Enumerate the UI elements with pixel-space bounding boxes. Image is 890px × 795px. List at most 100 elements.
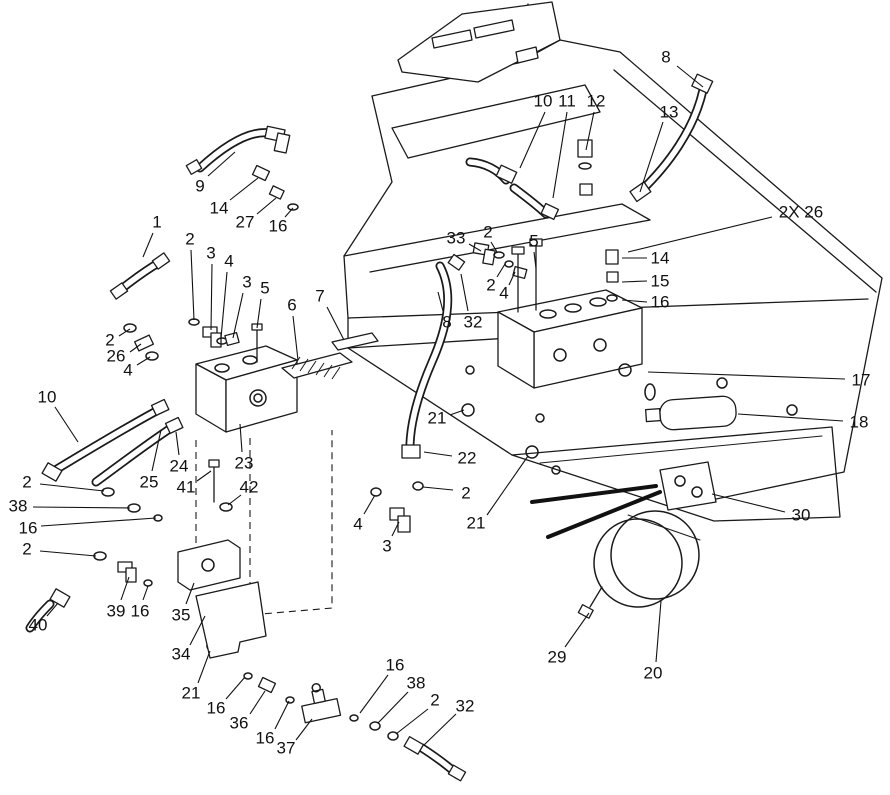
callout-leader-12 — [585, 111, 595, 151]
callout-label-38: 38 — [407, 674, 426, 693]
callout-label-2: 2 — [461, 484, 470, 503]
callout-label-37: 37 — [277, 739, 296, 758]
callout-leader-16 — [359, 674, 389, 714]
callout-leader-5 — [533, 251, 537, 269]
callout-leader-39 — [120, 576, 130, 601]
callout-label-2: 2 — [105, 331, 114, 350]
callout-leader-4 — [136, 356, 151, 366]
callout-leader-32 — [423, 713, 457, 746]
callout-label-20: 20 — [644, 664, 663, 683]
callout-label-15: 15 — [651, 272, 670, 291]
callout-leader-35 — [185, 582, 195, 605]
callout-leader-27 — [256, 197, 277, 215]
callout-label-34: 34 — [172, 645, 191, 664]
callout-leader-2 — [422, 486, 454, 491]
callout-label-3: 3 — [382, 537, 391, 556]
callout-label-14: 14 — [651, 249, 670, 268]
callout-label-16: 16 — [131, 602, 150, 621]
bracket-30 — [659, 461, 717, 511]
callout-leader-15 — [621, 280, 648, 283]
callout-leader-11 — [552, 111, 568, 199]
callout-leader-41 — [196, 470, 212, 482]
callout-leader-22 — [423, 451, 453, 457]
right-valve-manifold — [497, 289, 656, 401]
callout-leader-21 — [197, 650, 211, 684]
cylinder-18 — [644, 395, 737, 431]
tee-fitting-37 — [301, 682, 342, 724]
callout-label-13: 13 — [660, 103, 679, 122]
callout-label-10: 10 — [534, 92, 553, 111]
callout-leader-23 — [239, 423, 243, 453]
callout-label-32: 32 — [464, 313, 483, 332]
callout-label-22: 22 — [458, 449, 477, 468]
callout-leader-29 — [564, 612, 590, 648]
callout-label-27: 27 — [236, 213, 255, 232]
callout-label-11: 11 — [558, 92, 576, 111]
callout-leader-18 — [737, 413, 844, 422]
callout-label-3: 3 — [206, 244, 215, 263]
callout-label-16: 16 — [651, 293, 670, 312]
hoses — [25, 85, 708, 780]
callout-leader-38 — [32, 506, 131, 509]
callout-label-4: 4 — [123, 361, 132, 380]
callout-label-16: 16 — [19, 519, 38, 538]
callout-label-36: 36 — [230, 714, 249, 733]
callout-leader-16 — [225, 676, 246, 700]
callout-label-21: 21 — [467, 514, 486, 533]
callout-label-24: 24 — [170, 457, 189, 476]
callout-label-17: 17 — [852, 371, 871, 390]
callout-leader-2 — [395, 708, 429, 735]
callout-label-14: 14 — [210, 199, 229, 218]
callout-leader-32 — [460, 273, 469, 312]
callout-leader-8 — [676, 65, 704, 88]
callout-leader-3 — [391, 521, 400, 537]
callout-leader-30 — [711, 493, 786, 513]
callout-label-8: 8 — [661, 48, 670, 67]
callout-label-30: 30 — [792, 506, 811, 525]
callout-label-26: 26 — [107, 347, 126, 366]
callout-label-4: 4 — [224, 252, 233, 271]
callout-leader-25 — [151, 429, 162, 472]
callout-label-16: 16 — [269, 217, 288, 236]
callout-leader-2X-26 — [627, 216, 773, 253]
callout-leader-2 — [190, 249, 195, 321]
callout-leader-14 — [229, 177, 259, 201]
callout-label-3: 3 — [242, 273, 251, 292]
callout-leader-26 — [129, 343, 142, 353]
hose-coil-20 — [593, 510, 701, 608]
callout-leader-7 — [326, 306, 345, 341]
callout-label-10: 10 — [38, 388, 57, 407]
callout-leader-2 — [118, 328, 131, 337]
callout-leader-2 — [496, 263, 506, 278]
callout-label-2: 2 — [22, 473, 31, 492]
callout-label-16: 16 — [207, 699, 226, 718]
callout-label-4: 4 — [353, 515, 362, 534]
callout-label-5: 5 — [529, 232, 538, 251]
callout-label-12: 12 — [587, 92, 606, 111]
callout-label-21: 21 — [182, 684, 201, 703]
callout-label-2: 2 — [486, 276, 495, 295]
callout-leader-3 — [210, 263, 213, 331]
callout-leader-2 — [490, 241, 498, 253]
callout-leader-16 — [274, 700, 290, 730]
callout-leader-16 — [621, 299, 648, 303]
callout-label-2X-26: 2X 26 — [779, 203, 823, 222]
callout-label-40: 40 — [29, 616, 48, 635]
callout-leader-40 — [46, 602, 59, 617]
callout-label-9: 9 — [195, 177, 204, 196]
callout-leader-2 — [39, 550, 97, 557]
callout-leader-2 — [39, 483, 105, 492]
callout-leader-42 — [227, 494, 242, 506]
callout-leader-34 — [189, 615, 206, 646]
callout-label-18: 18 — [850, 413, 869, 432]
callout-leader-9 — [207, 151, 236, 177]
callout-label-16: 16 — [386, 656, 405, 675]
callout-label-4: 4 — [499, 284, 508, 303]
callout-leader-3 — [232, 292, 244, 339]
callout-label-2: 2 — [185, 230, 194, 249]
callout-leader-4 — [363, 494, 376, 515]
callout-leader-4 — [220, 271, 228, 339]
callout-label-7: 7 — [315, 287, 324, 306]
